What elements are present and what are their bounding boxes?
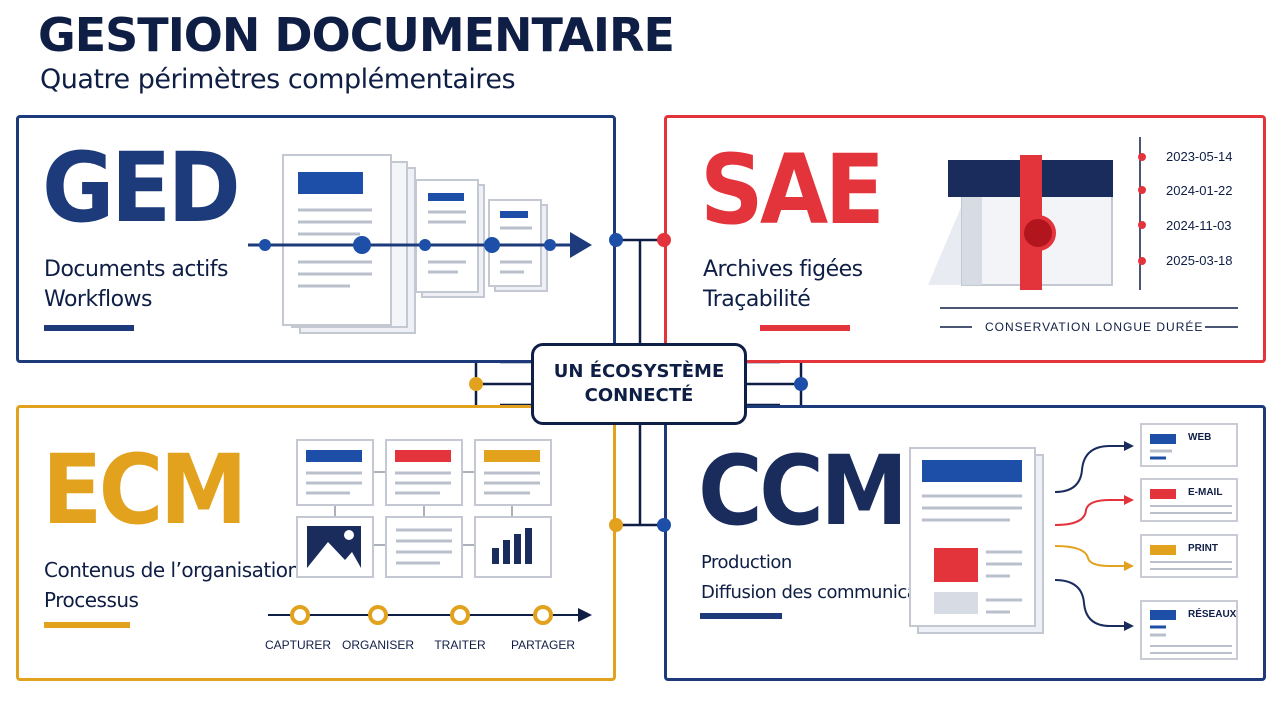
sae-conservation-label: CONSERVATION LONGUE DURÉE [985, 320, 1204, 334]
sae-title: SAE [700, 134, 885, 246]
image-icon [296, 516, 374, 578]
ccm-description: Production Diffusion des communications [701, 548, 959, 608]
web-icon [1150, 434, 1176, 460]
sae-description: Archives figées Traçabilité [703, 255, 863, 315]
ecm-line-2: Processus [44, 588, 139, 612]
ecosystem-badge: UN ÉCOSYSTÈME CONNECTÉ [531, 343, 747, 425]
social-network-icon [1150, 610, 1232, 654]
ged-accent-bar [44, 325, 134, 331]
process-timeline [268, 605, 592, 625]
sae-date-3: 2024-11-03 [1166, 218, 1232, 233]
ecosystem-line-2: CONNECTÉ [584, 385, 694, 406]
content-card-2 [385, 439, 463, 506]
ecosystem-line-1: UN ÉCOSYSTÈME [553, 361, 725, 382]
ccm-title: CCM [698, 435, 908, 547]
channel-web [1140, 423, 1238, 467]
sae-accent-bar [760, 325, 850, 331]
print-icon [1150, 545, 1232, 570]
channel-print-label: PRINT [1188, 543, 1218, 554]
ged-description: Documents actifs Workflows [44, 255, 228, 315]
page-title: GESTION DOCUMENTAIRE [38, 8, 675, 62]
ged-title: GED [42, 132, 241, 244]
ecm-accent-bar [44, 622, 130, 628]
channel-email [1140, 478, 1238, 522]
sae-date-1: 2023-05-14 [1166, 149, 1233, 164]
workflow-arrow [248, 232, 592, 258]
channel-email-label: E-MAIL [1188, 487, 1223, 498]
ecm-line-1: Contenus de l’organisation [44, 558, 300, 582]
channel-print [1140, 534, 1238, 578]
ccm-accent-bar [700, 613, 782, 619]
archive-box-icon [928, 155, 1113, 290]
sae-date-2: 2024-01-22 [1166, 183, 1233, 198]
ccm-line-1: Production [701, 552, 792, 573]
step-organiser: ORGANISER [341, 638, 414, 652]
channel-reseaux [1140, 600, 1238, 660]
page-subtitle: Quatre périmètres complémentaires [40, 64, 516, 95]
step-partager: PARTAGER [510, 638, 575, 652]
bar-chart-icon [474, 516, 552, 578]
step-traiter: TRAITER [434, 638, 486, 652]
ccm-line-2: Diffusion des communications [701, 582, 959, 603]
document-mid-icon [415, 179, 485, 298]
text-doc-icon [385, 516, 463, 578]
content-card-3 [474, 439, 552, 506]
step-capturer: CAPTURER [264, 638, 331, 652]
content-card-1 [296, 439, 374, 506]
sae-date-4: 2025-03-18 [1166, 253, 1233, 268]
email-icon [1150, 489, 1232, 514]
ged-line-1: Documents actifs [44, 257, 228, 282]
date-timeline [1138, 137, 1146, 290]
ecm-title: ECM [42, 434, 248, 546]
communication-document-icon [909, 447, 1044, 634]
ecm-description: Contenus de l’organisation Processus [44, 555, 300, 615]
sae-line-2: Traçabilité [703, 287, 811, 312]
ged-line-2: Workflows [44, 287, 152, 312]
channel-reseaux-label: RÉSEAUX [1188, 609, 1237, 620]
sae-line-1: Archives figées [703, 257, 863, 282]
channel-web-label: WEB [1188, 432, 1212, 443]
